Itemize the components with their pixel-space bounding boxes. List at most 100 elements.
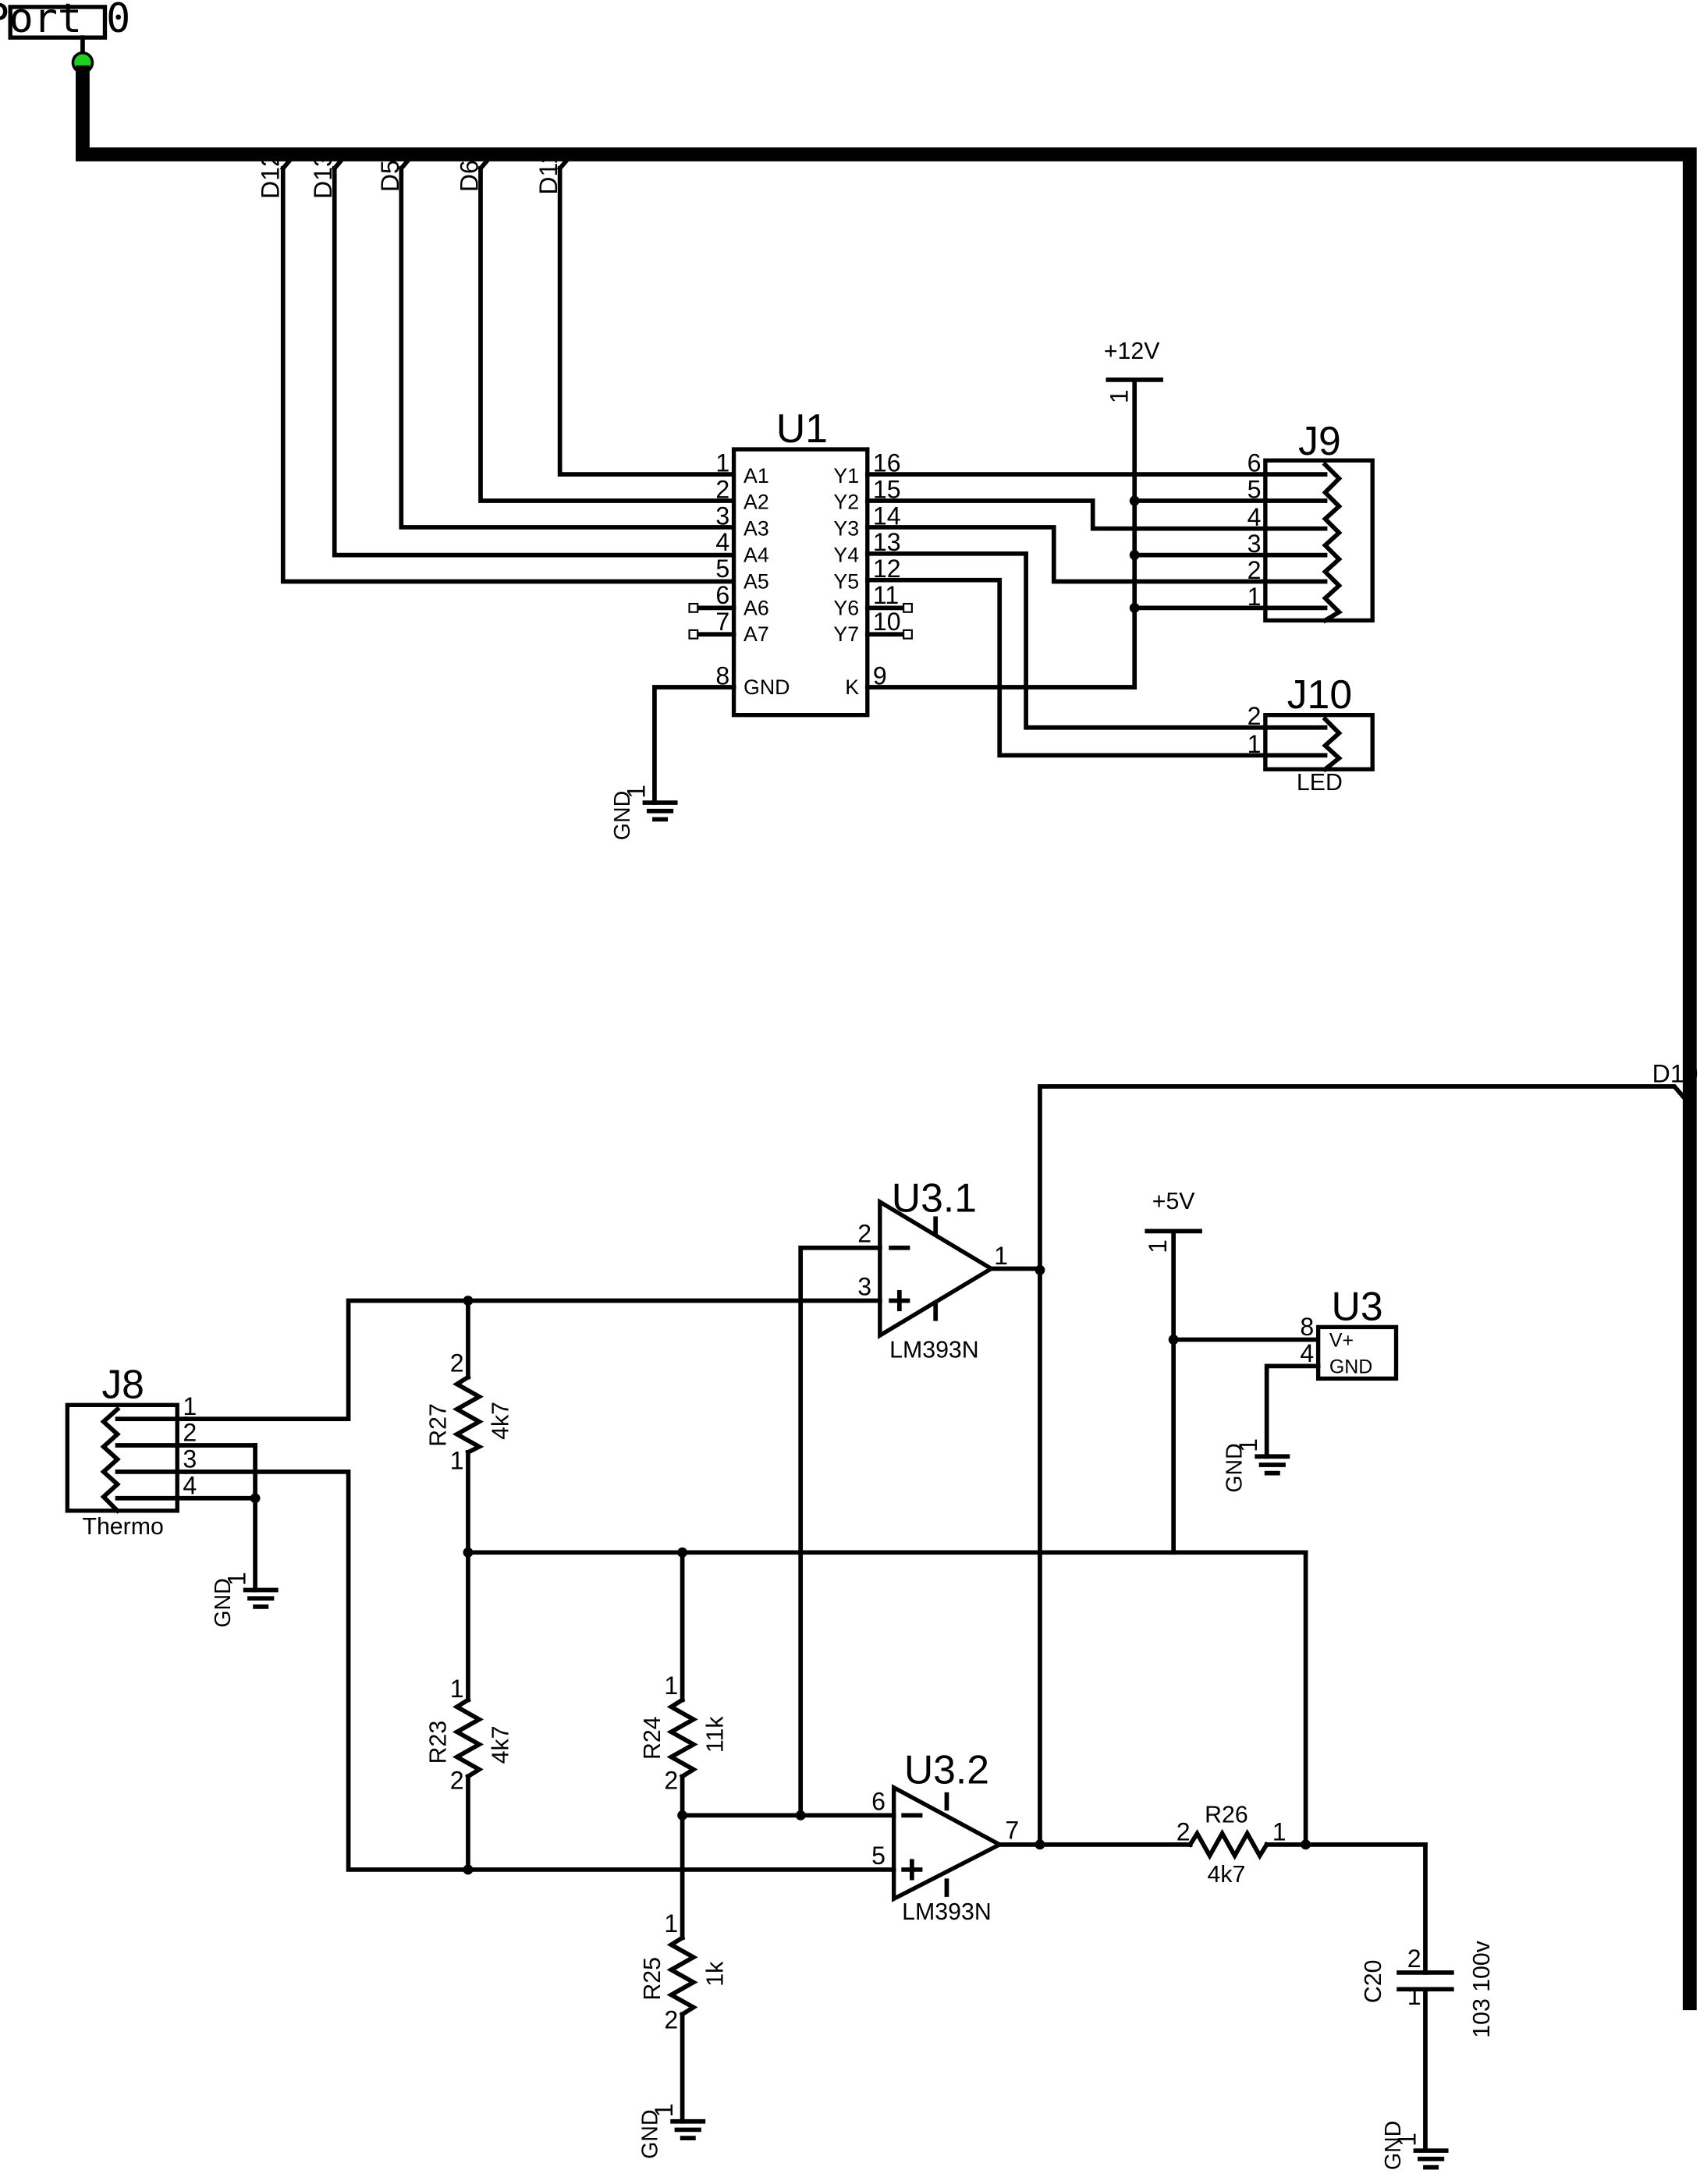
r27-resistor[interactable]: R27 4k7 2 1 (425, 1296, 514, 1555)
u1-pin-y3-name: Y3 (833, 517, 859, 541)
u3-2-pin-5: 5 (871, 1842, 885, 1870)
r25-ref: R25 (640, 1957, 665, 2001)
gnd-pin-num: 1 (622, 785, 650, 799)
r26-value: 4k7 (1207, 1862, 1245, 1888)
r25-body[interactable] (666, 1934, 698, 2018)
r26-body[interactable] (1187, 1828, 1270, 1860)
j8-ref: J8 (101, 1361, 144, 1406)
j9-pin-3: 3 (1247, 530, 1262, 558)
j9-pin-2: 2 (1247, 556, 1262, 584)
gnd-pin-u3: 1 (1234, 1438, 1262, 1452)
net-d10: D10 (1038, 1060, 1698, 1847)
j9-body[interactable] (1263, 458, 1375, 623)
r26-pin-1: 1 (1272, 1817, 1287, 1845)
label-12v: +12V (1104, 339, 1160, 364)
r26-resistor[interactable]: R26 4k7 2 1 (1177, 1802, 1428, 1888)
u1-ref: U1 (776, 406, 828, 451)
bus-tap-d6: D6 (455, 155, 492, 192)
u1-driver-ic[interactable]: U1 A1 A2 A3 A4 A5 A6 A7 GND 1 2 3 4 5 6 … (688, 406, 913, 718)
label-5v: +5V (1152, 1189, 1196, 1214)
u3-1-value: LM393N (889, 1338, 979, 1363)
u3-1-pin-1: 1 (994, 1242, 1008, 1270)
j10-ref: J10 (1287, 672, 1352, 717)
u1-pin-y5-name: Y5 (833, 569, 859, 593)
pin-5v: 1 (1144, 1239, 1172, 1253)
u3-1-pin-3: 3 (857, 1272, 871, 1300)
port-0-label: Port 0 (0, 0, 130, 42)
power-5v: +5V 1 (1144, 1189, 1321, 1555)
net-label-d12: D12 (256, 153, 284, 199)
u1-pin-a2-name: A2 (744, 491, 769, 514)
u1-pin-8: 8 (715, 661, 729, 690)
u1-pin-a6-name: A6 (744, 596, 769, 619)
u1-ground: 1 GND (610, 685, 736, 840)
u1-pin-y6-name: Y6 (833, 596, 859, 619)
j9-pin-5: 5 (1247, 475, 1262, 503)
pin-12v: 1 (1105, 389, 1133, 403)
u1-pin-y2-name: Y2 (833, 491, 859, 514)
u3-pin-8: 8 (1300, 1313, 1314, 1341)
u3-pin-vplus-name: V+ (1329, 1329, 1354, 1351)
bus-tap-d5: D5 (376, 155, 413, 192)
j8-connector[interactable]: J8 Thermo 1 2 3 4 1 GND (65, 1361, 279, 1628)
r27-pin-2: 2 (450, 1349, 464, 1377)
u1-pin-4: 4 (715, 528, 729, 556)
r25-resistor[interactable]: R25 1k 1 2 1 GND (637, 1813, 728, 2159)
r24-value: 11k (702, 1716, 728, 1753)
r23-body[interactable] (452, 1696, 484, 1780)
j8-body[interactable] (65, 1402, 179, 1513)
u1-pin-11: 11 (873, 581, 899, 609)
u3-1-comparator[interactable]: U3.1 LM393N 2 3 1 (183, 1175, 1045, 1818)
u1-pin-a1-name: A1 (744, 464, 769, 488)
u1-pin-a5-name: A5 (744, 569, 769, 593)
r24-resistor[interactable]: R24 11k 1 2 (640, 1550, 728, 1821)
port-0[interactable]: Port 0 (0, 0, 130, 74)
r25-pin-1: 1 (664, 1909, 678, 1938)
port-0-box[interactable] (8, 5, 108, 40)
gnd-pin-j8: 1 (223, 1572, 251, 1586)
c20-pin-2: 2 (1407, 1945, 1421, 1973)
j8-pin-3: 3 (183, 1445, 197, 1473)
j10-body[interactable] (1263, 713, 1375, 771)
u1-pin-k-name: K (845, 675, 859, 699)
r26-pin-2: 2 (1177, 1817, 1191, 1845)
r24-pin-2: 2 (664, 1767, 678, 1795)
u3-2-value: LM393N (902, 1899, 992, 1925)
j8-pin-2: 2 (183, 1419, 197, 1447)
nc-marker-y7 (903, 629, 913, 640)
u3-2-pin-6: 6 (871, 1787, 885, 1815)
r23-value: 4k7 (488, 1726, 514, 1764)
u1-pin-9: 9 (873, 661, 887, 690)
net-label-d10: D10 (1652, 1060, 1698, 1088)
c20-capacitor[interactable]: C20 103 100v 2 1 1 GND (1361, 1842, 1495, 2170)
u1-pin-1: 1 (715, 449, 729, 477)
u3-power-block[interactable]: U3 V+ GND 8 4 1 GND (1223, 1283, 1399, 1493)
j8-pin-4: 4 (183, 1471, 197, 1499)
r27-pin-1: 1 (450, 1446, 464, 1474)
r26-ref: R26 (1205, 1802, 1248, 1828)
r27-ref: R27 (425, 1403, 451, 1447)
j10-connector[interactable]: J10 LED 2 1 (1247, 672, 1375, 796)
u1-body[interactable] (731, 447, 870, 718)
nc-marker-y6 (903, 602, 913, 613)
r27-body[interactable] (452, 1374, 484, 1455)
u1-pin-2: 2 (715, 475, 729, 503)
r24-body[interactable] (666, 1696, 698, 1780)
c20-value: 103 100v (1469, 1940, 1495, 2038)
r23-ref: R23 (425, 1721, 451, 1764)
u3-1-pin-2: 2 (857, 1220, 871, 1248)
j9-connector[interactable]: J9 6 5 4 3 2 1 (1247, 418, 1375, 624)
gnd-label-j8: GND (211, 1578, 236, 1627)
u3-2-comparator[interactable]: U3.2 LM393N 6 5 7 (183, 1470, 1193, 1925)
r23-pin-1: 1 (450, 1675, 464, 1703)
c20-ref: C20 (1361, 1960, 1386, 2004)
c20-pin-1: 1 (1407, 1982, 1421, 2010)
gnd-label-r25: GND (637, 2110, 662, 2159)
nc-marker-a7 (688, 629, 699, 640)
u3-body[interactable] (1315, 1324, 1399, 1381)
r23-resistor[interactable]: R23 4k7 1 2 (425, 1550, 514, 1875)
r24-ref: R24 (640, 1716, 665, 1760)
u3-1-ref: U3.1 (892, 1175, 977, 1220)
r24-pin-1: 1 (664, 1672, 678, 1700)
